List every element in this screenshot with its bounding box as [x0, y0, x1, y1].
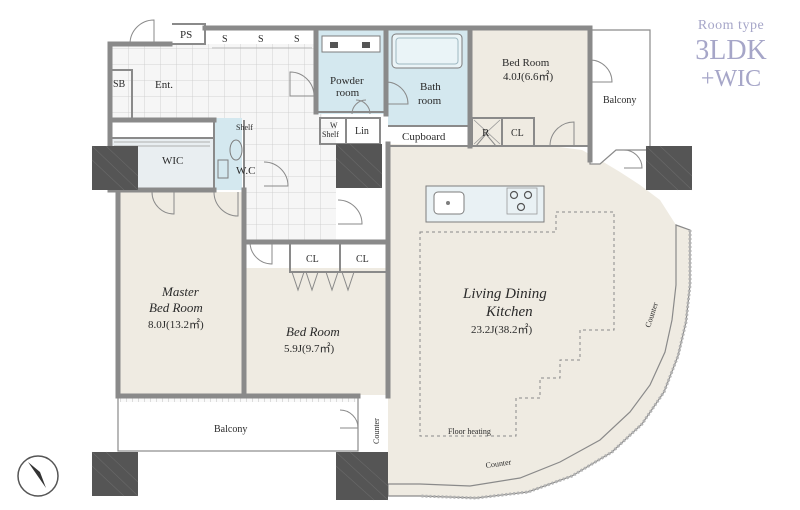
- ldk-name-1: Living Dining: [462, 286, 547, 302]
- storage-label-2: S: [258, 34, 264, 45]
- ps-label: PS: [180, 29, 192, 41]
- bed-room-center-floor: [245, 268, 388, 395]
- balcony-east: [589, 29, 651, 165]
- bed-room-center-name: Bed Room: [286, 324, 340, 339]
- counter-label-south: Counter: [485, 457, 512, 470]
- toilet-icon: [217, 139, 243, 179]
- floor-heating-area: [419, 211, 615, 437]
- master-bed-room-name-2: Bed Room: [149, 300, 203, 315]
- linen-label: Lin: [355, 126, 369, 137]
- refrigerator-label: R: [482, 127, 490, 139]
- north-arrow-icon: [17, 455, 59, 497]
- entrance-floor: [110, 44, 322, 120]
- w-shelf-label-2: Shelf: [322, 130, 339, 139]
- room-type-caption: Room type: [697, 18, 765, 33]
- wc-label: W.C: [236, 165, 255, 177]
- closet-label-ne: CL: [511, 128, 524, 139]
- closet-label-1: CL: [306, 254, 319, 265]
- master-bed-room-floor: [118, 192, 243, 395]
- stove-icon: [506, 187, 538, 215]
- wic-label: WIC: [162, 155, 183, 167]
- sb-label: SB: [113, 79, 126, 90]
- balcony-south: [117, 396, 359, 452]
- storage-label-3: S: [294, 34, 300, 45]
- storage-label-1: S: [222, 34, 228, 45]
- powder-room-label-1: Powder: [330, 75, 364, 87]
- closet-label-2: CL: [356, 254, 369, 265]
- shelf-label: Shelf: [236, 123, 253, 132]
- master-bed-room-size: 8.0J(13.2㎡): [148, 318, 204, 331]
- bed-room-ne-name: Bed Room: [502, 57, 550, 69]
- bathtub: [391, 33, 463, 69]
- room-type-extra: +WIC: [700, 66, 762, 92]
- bed-room-ne-floor: [470, 30, 590, 146]
- ldk-floor: [388, 144, 676, 486]
- bed-room-center-size: 5.9J(9.7㎡): [284, 342, 334, 355]
- balcony-east-label: Balcony: [603, 95, 636, 106]
- entrance-label: Ent.: [155, 79, 173, 91]
- balcony-south-label: Balcony: [214, 424, 247, 435]
- counter-label-west: Counter: [372, 418, 381, 444]
- refrigerator-box: [473, 119, 501, 145]
- master-bed-room-name-1: Master: [161, 284, 200, 299]
- cupboard-label: Cupboard: [402, 131, 446, 143]
- bed-room-ne-size: 4.0J(6.6㎡): [503, 70, 553, 83]
- ldk-size: 23.2J(38.2㎡): [471, 323, 532, 336]
- ldk-name-2: Kitchen: [485, 304, 533, 320]
- room-type-block: Room type 3LDK +WIC: [676, 18, 786, 92]
- bath-room-label-1: Bath: [420, 81, 441, 93]
- bath-room-label-2: room: [418, 95, 442, 107]
- powder-room-label-2: room: [336, 87, 360, 99]
- w-shelf-label-1: W: [330, 121, 338, 130]
- room-type-layout: 3LDK: [695, 35, 767, 66]
- floor-heating-label: Floor heating: [448, 427, 491, 436]
